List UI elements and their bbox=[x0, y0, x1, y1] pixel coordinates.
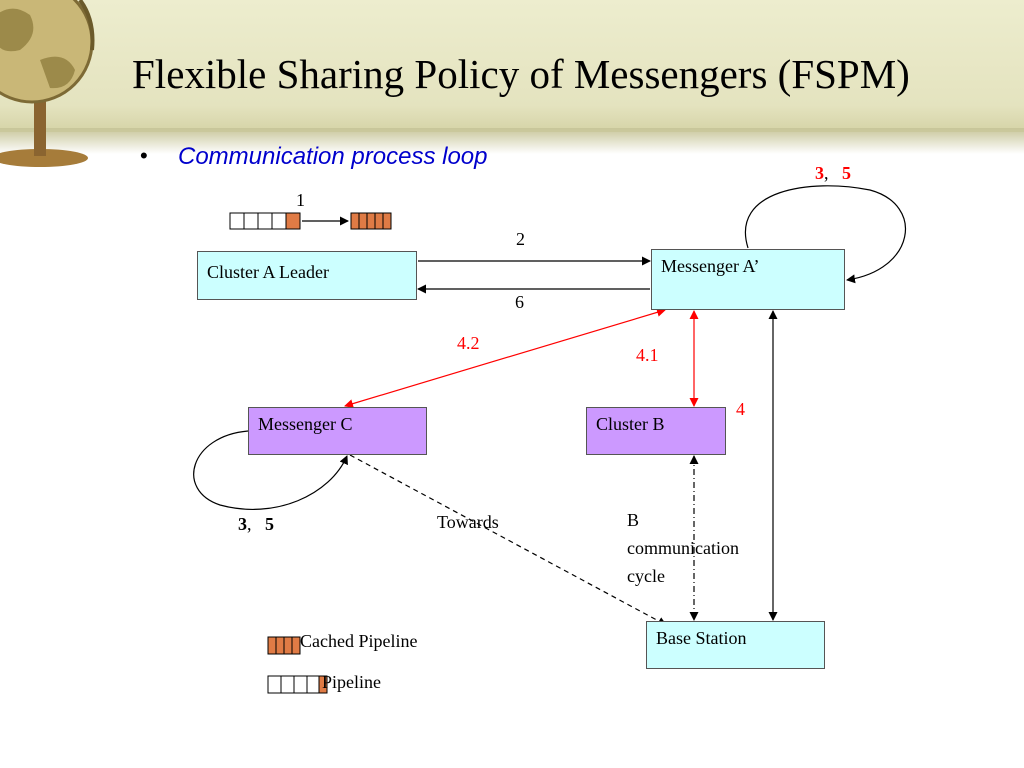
label-step4: 4 bbox=[736, 399, 745, 419]
label-b-communication-cycle: B communication cycle bbox=[627, 510, 739, 586]
loop-c-num2: 5 bbox=[265, 514, 274, 534]
node-base-station: Base Station bbox=[646, 621, 825, 669]
loop-c-sep: , bbox=[247, 514, 252, 534]
label-step4-1: 4.1 bbox=[636, 345, 659, 365]
label-step4-2: 4.2 bbox=[457, 333, 480, 353]
loop-a-sep: , bbox=[824, 163, 829, 183]
title-band bbox=[0, 0, 1024, 132]
globe-icon bbox=[0, 0, 95, 167]
label-step1: 1 bbox=[296, 190, 305, 210]
node-cluster-b: Cluster B bbox=[586, 407, 726, 455]
legend-cached-pipeline-label: Cached Pipeline bbox=[300, 631, 418, 651]
loop-a-num2: 5 bbox=[842, 163, 851, 183]
label-step6: 6 bbox=[515, 292, 524, 312]
title-band-shadow bbox=[0, 128, 1024, 154]
loop-label-messenger-c: 3, 5 bbox=[238, 514, 274, 535]
loop-c-num1: 3 bbox=[238, 514, 247, 534]
loop-messenger-a bbox=[745, 185, 907, 284]
loop-a-num1: 3 bbox=[815, 163, 824, 183]
slide-subtitle: Communication process loop bbox=[178, 143, 488, 170]
node-cluster-a-leader: Cluster A Leader bbox=[197, 251, 417, 300]
pipeline-icon bbox=[229, 212, 301, 230]
legend-cached-pipeline-icon bbox=[267, 636, 301, 655]
cached-pipeline-icon bbox=[350, 212, 392, 230]
arrow-step4-2 bbox=[344, 307, 666, 409]
node-messenger-a: Messenger A’ bbox=[651, 249, 845, 310]
loop-messenger-c bbox=[193, 430, 348, 510]
legend-pipeline-icon bbox=[267, 675, 328, 694]
slide-title: Flexible Sharing Policy of Messengers (F… bbox=[132, 51, 910, 97]
label-step2: 2 bbox=[516, 229, 525, 249]
label-towards: Towards bbox=[437, 512, 499, 532]
legend-pipeline-label: Pipeline bbox=[322, 672, 381, 692]
arrow-towards bbox=[349, 454, 667, 626]
loop-label-messenger-a: 3, 5 bbox=[815, 163, 851, 184]
node-messenger-c: Messenger C bbox=[248, 407, 427, 455]
bullet-marker: • bbox=[140, 143, 148, 168]
